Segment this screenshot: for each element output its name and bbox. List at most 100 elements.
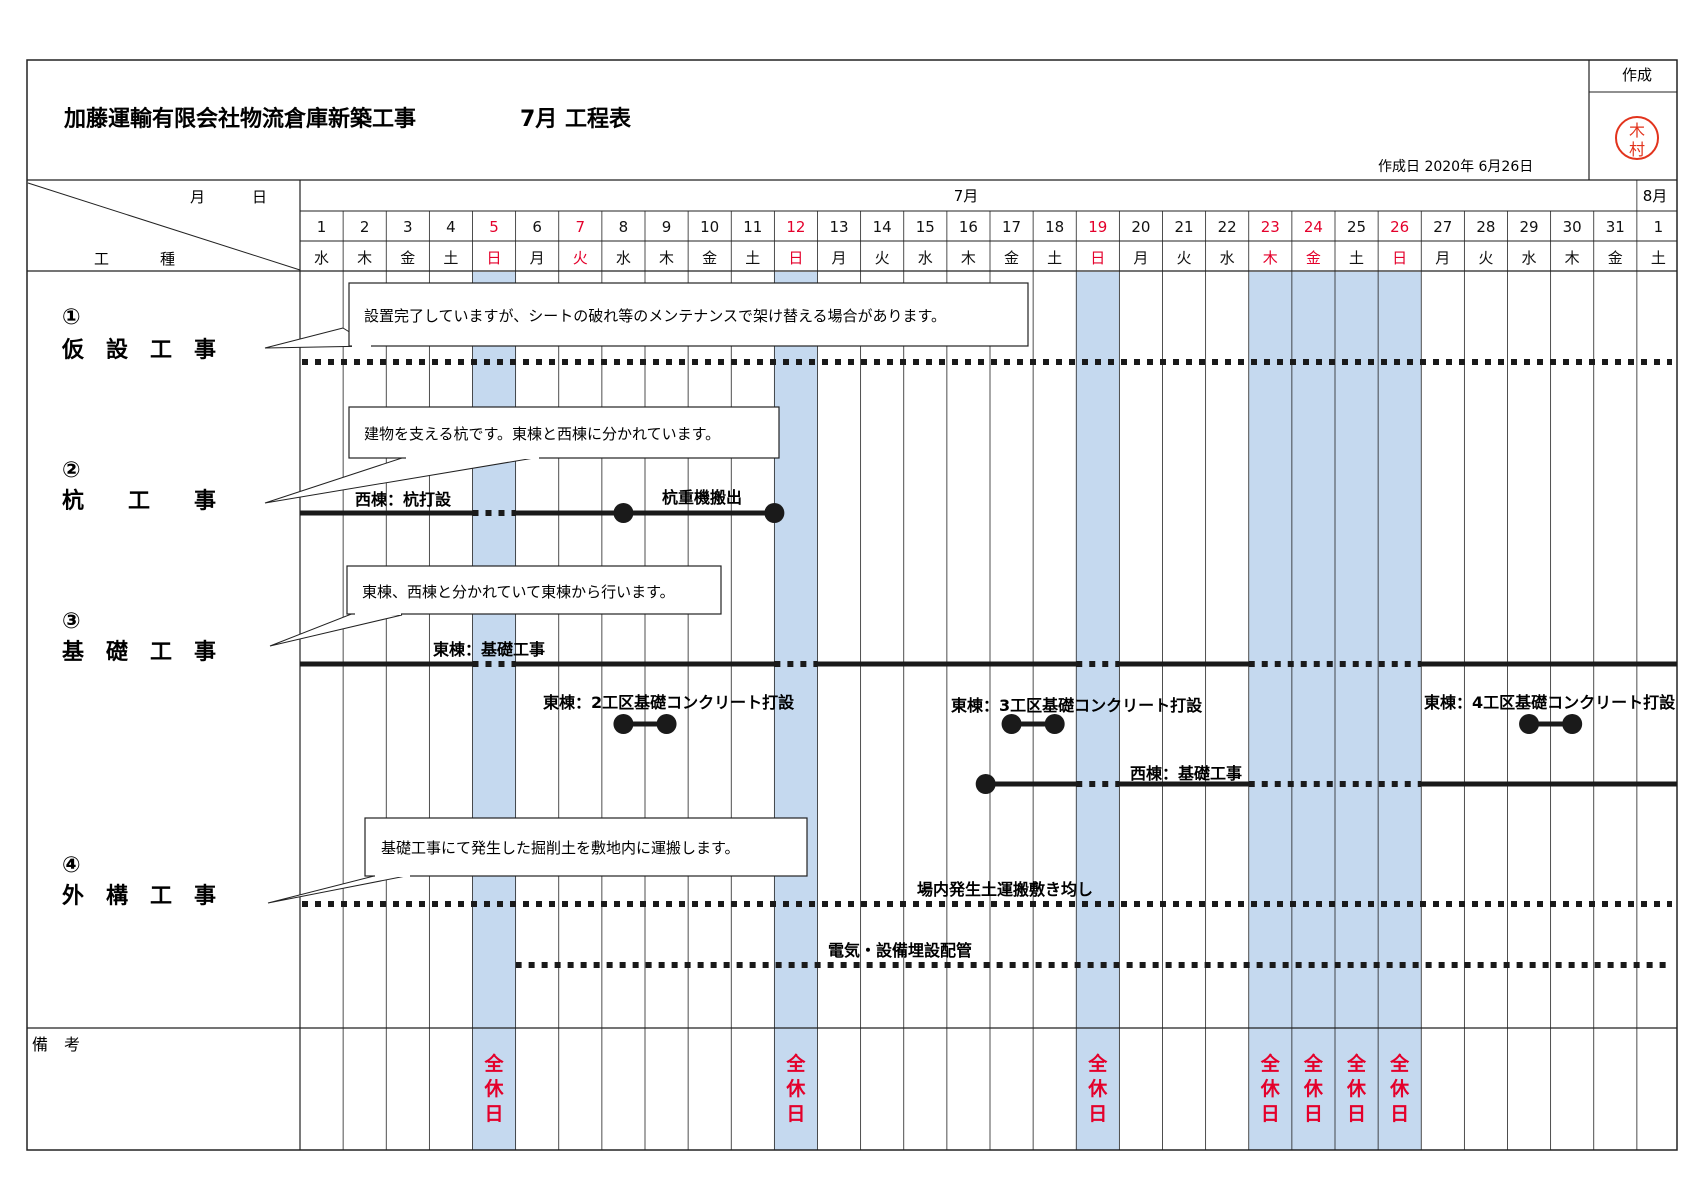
stamp-circle [1615, 116, 1659, 160]
stamp-char-1: 木 [1629, 121, 1645, 140]
weekday-label: 水 [616, 249, 631, 267]
work-type-name: 仮 設 工 事 [61, 337, 216, 363]
weekday-label: 金 [400, 249, 415, 267]
weekday-label: 金 [1608, 249, 1623, 267]
work-type-2: ② 杭 工 事 [62, 458, 216, 514]
day-number: 1 [1654, 218, 1664, 236]
day-number: 14 [873, 218, 892, 236]
weekday-label: 水 [1220, 249, 1235, 267]
day-number: 25 [1347, 218, 1366, 236]
day-number: 4 [446, 218, 456, 236]
callout-text: 設置完了していますが、シートの破れ等のメンテナンスで架け替える場合があります。 [364, 307, 946, 325]
holiday-remark-char: 全 [1087, 1052, 1108, 1075]
day-number: 29 [1520, 218, 1539, 236]
corner-month: 月 [190, 188, 205, 206]
corner-kind: 種 [160, 250, 175, 268]
day-headers: 1水2木3金4土5日6月7火8水9木10金11土12日13月14火15水16木1… [314, 218, 1666, 267]
weekday-label: 木 [1263, 249, 1278, 267]
weekday-label: 月 [832, 249, 847, 267]
milestone-dot [975, 774, 996, 794]
callout-pointer [267, 874, 412, 904]
remarks-label: 備 考 [32, 1035, 80, 1054]
callout-text: 東棟、西棟と分かれていて東棟から行います。 [362, 583, 675, 601]
day-number: 8 [619, 218, 629, 236]
holiday-band [1378, 272, 1422, 1150]
task-label-pile-west: 西棟：杭打設 [355, 490, 452, 509]
holiday-remark-char: 日 [786, 1103, 805, 1125]
task-label-ext-soil: 場内発生土運搬敷き均し [917, 880, 1093, 899]
weekday-label: 土 [1349, 249, 1364, 267]
weekday-label: 月 [1133, 249, 1148, 267]
callout-box [348, 406, 780, 459]
day-number: 21 [1175, 218, 1194, 236]
holiday-remark-char: 休 [484, 1078, 505, 1100]
day-number: 27 [1433, 218, 1452, 236]
holiday-band [774, 272, 818, 1150]
day-number: 7 [576, 218, 586, 236]
callout-box [348, 282, 1029, 347]
weekday-label: 日 [1090, 249, 1105, 267]
holiday-remark-char: 日 [1390, 1103, 1409, 1125]
holiday-remark-char: 全 [785, 1052, 806, 1075]
schedule-bars [300, 359, 1677, 968]
day-number: 3 [403, 218, 413, 236]
day-number: 13 [830, 218, 849, 236]
weekday-label: 木 [1565, 249, 1580, 267]
day-number: 6 [532, 218, 542, 236]
day-number: 12 [786, 218, 805, 236]
holiday-remark-char: 休 [1260, 1078, 1281, 1100]
holiday-remark-char: 全 [1346, 1052, 1367, 1075]
day-number: 10 [700, 218, 719, 236]
corner-trade: 工 [94, 250, 109, 268]
day-number: 16 [959, 218, 978, 236]
holiday-remark-char: 休 [1346, 1078, 1367, 1100]
weekday-label: 金 [1004, 249, 1019, 267]
task-label-ext-electric: 電気・設備埋設配管 [828, 941, 972, 960]
holiday-remark-char: 日 [485, 1103, 504, 1125]
weekday-label: 水 [1522, 249, 1537, 267]
weekday-label: 日 [788, 249, 803, 267]
task-label-found-east: 東棟：基礎工事 [433, 640, 545, 659]
task-label-pile-machine: 杭重機搬出 [662, 488, 742, 507]
work-type-name: 外 構 工 事 [62, 883, 216, 909]
hanko-stamp: 木 村 [1615, 116, 1659, 160]
day-number: 26 [1390, 218, 1409, 236]
weekday-label: 土 [745, 249, 760, 267]
weekday-label: 日 [487, 249, 502, 267]
work-type-4: ④ 外 構 工 事 [62, 853, 216, 909]
callout-box [364, 817, 808, 877]
day-number: 31 [1606, 218, 1625, 236]
document-title: 加藤運輸有限会社物流倉庫新築工事 [63, 106, 416, 132]
holiday-remark-char: 日 [1261, 1103, 1280, 1125]
created-date: 作成日 2020年 6月26日 [1378, 159, 1533, 175]
holiday-band [472, 272, 516, 1150]
weekday-label: 日 [1392, 249, 1407, 267]
created-label: 作成 [1622, 66, 1652, 84]
holiday-remark-char: 休 [785, 1078, 806, 1100]
note-callout-3: 東棟、西棟と分かれていて東棟から行います。 [269, 565, 722, 647]
task-label-found-east2: 東棟：2工区基礎コンクリート打設 [543, 693, 795, 712]
corner-day: 日 [252, 188, 267, 206]
callout-box [346, 565, 722, 615]
milestone-dot [1001, 714, 1022, 734]
milestone-dot [613, 714, 634, 734]
holiday-band [1291, 272, 1335, 1150]
holiday-column-bands [472, 272, 1422, 1150]
holiday-band [1076, 272, 1120, 1150]
work-type-number: ④ [62, 853, 81, 878]
note-callout-2: 建物を支える杭です。東棟と西棟に分かれています。 [264, 406, 780, 504]
holiday-remark-char: 全 [1260, 1052, 1281, 1075]
milestone-dot [1562, 714, 1583, 734]
task-label-found-east4: 東棟：4工区基礎コンクリート打設 [1424, 693, 1676, 712]
weekday-label: 火 [1478, 249, 1493, 267]
day-number: 24 [1304, 218, 1323, 236]
day-number: 22 [1218, 218, 1237, 236]
holiday-remark-char: 全 [1389, 1052, 1410, 1075]
weekday-label: 火 [875, 249, 890, 267]
weekday-label: 火 [573, 249, 588, 267]
day-number: 5 [489, 218, 499, 236]
milestone-dot [613, 503, 634, 523]
weekday-label: 土 [443, 249, 458, 267]
